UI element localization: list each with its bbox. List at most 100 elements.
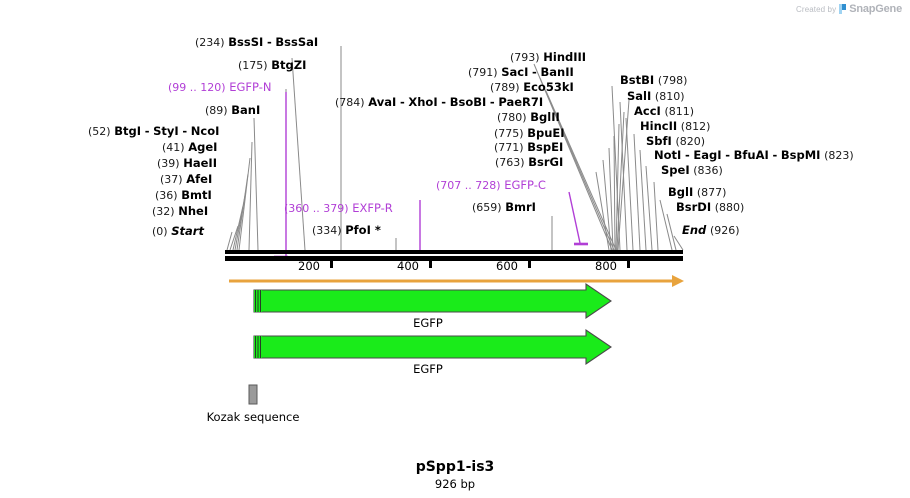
site-position: (659) [472,201,502,214]
primer-label-egfp-n[interactable]: (99 .. 120) EGFP-N [168,80,271,94]
backbone-line-bottom [225,256,683,261]
enzyme-name: NheI [178,204,209,218]
site-label-sali[interactable]: SalI (810) [627,89,685,103]
site-position: (780) [497,111,527,124]
watermark-prefix: Created by [796,4,837,14]
egfp-feature-arrow-2[interactable] [253,328,612,366]
enzyme-name: BsoBI [449,95,487,109]
enzyme-name: AvaI [368,95,397,109]
enzyme-name: PaeR7I [498,95,544,109]
site-position: (880) [714,201,745,214]
site-label-hincii[interactable]: HincII (812) [640,119,710,133]
site-position: (0) [152,225,168,238]
enzyme-name: HindIII [543,50,587,64]
primer-range: (707 .. 728) [436,179,501,192]
egfp-label-1: EGFP [413,316,443,330]
ruler-tick-200 [330,258,333,268]
site-position: (877) [696,186,727,199]
sequence-backbone [225,250,683,261]
site-position: (798) [657,74,688,87]
site-label-bsssi[interactable]: (234) BssSI - BssSaI [195,35,319,49]
site-label-spei[interactable]: SpeI (836) [661,163,723,177]
site-label-bgli[interactable]: BglI (877) [668,185,726,199]
egfp-label-2: EGFP [413,362,443,376]
site-position: (812) [680,120,711,133]
enzyme-name: SalI [627,89,652,103]
primer-range: (360 .. 379) [284,202,349,215]
enzyme-name: BspMI [780,148,821,162]
site-position: (791) [468,66,498,79]
enzyme-name: BtgI [114,124,142,138]
plasmid-length: 926 bp [434,477,476,491]
enzyme-name: HincII [640,119,678,133]
site-label-btgi[interactable]: (52) BtgI - StyI - NcoI [88,124,220,138]
site-label-acci[interactable]: AccI (811) [634,104,694,118]
backbone-line-top [225,250,683,254]
site-label-haeii[interactable]: (39) HaeII [157,156,217,170]
site-position: (771) [494,141,524,154]
primer-name: EGFP-C [504,178,546,192]
site-label-bspei[interactable]: (771) BspEI [494,140,563,154]
site-label-eco53ki[interactable]: (789) Eco53kI [490,80,574,94]
site-label-avai[interactable]: (784) AvaI - XhoI - BsoBI - PaeR7I [335,95,544,109]
end-marker-label[interactable]: End (926) [682,223,740,237]
site-label-bsrgi[interactable]: (763) BsrGI [495,155,563,169]
terminal-name: Start [171,224,204,238]
site-label-saci[interactable]: (791) SacI - BanII [468,65,574,79]
enzyme-name: AccI [634,104,661,118]
primer-connectors [285,92,581,257]
site-label-btgzi[interactable]: (175) BtgZI [238,58,306,72]
enzyme-name: BanI [231,103,261,117]
kozak-sequence-feature[interactable] [248,384,258,405]
enzyme-name: AfeI [186,172,213,186]
primer-label-exfp-r[interactable]: (360 .. 379) EXFP-R [284,201,393,215]
site-position: (234) [195,36,225,49]
enzyme-name: BstBI [620,73,655,87]
egfp-feature-arrow-1[interactable] [253,282,612,320]
site-position: (775) [494,127,524,140]
site-label-bpuei[interactable]: (775) BpuEI [494,126,565,140]
site-label-bglii[interactable]: (780) BglII [497,110,560,124]
site-position: (763) [495,156,525,169]
enzyme-name: BspEI [527,140,564,154]
enzyme-name: SbfI [646,134,672,148]
site-label-bmti[interactable]: (36) BmtI [155,188,212,202]
backbone-arrow-feature[interactable] [229,275,684,287]
snapgene-watermark: Created by SnapGene [796,3,902,15]
leader-lines-left [226,46,342,251]
site-position: (334) [312,224,342,237]
enzyme-name: BanII [540,65,574,79]
site-label-nhei[interactable]: (32) NheI [152,204,208,218]
enzyme-name: XhoI [408,95,438,109]
enzyme-name: Eco53kI [523,80,574,94]
site-label-agei[interactable]: (41) AgeI [162,140,217,154]
site-position: (836) [693,164,723,177]
site-position: (37) [160,173,183,186]
site-label-bsrdi[interactable]: BsrDI (880) [676,200,744,214]
site-label-noti[interactable]: NotI - EagI - BfuAI - BspMI (823) [654,148,854,162]
ruler-ticks [330,258,630,268]
enzyme-name: StyI [153,124,179,138]
site-position: (52) [88,125,111,138]
start-marker-label[interactable]: (0) Start [152,224,204,238]
enzyme-name: BpuEI [527,126,565,140]
site-label-hindiii[interactable]: (793) HindIII [510,50,586,64]
site-label-bstbi[interactable]: BstBI (798) [620,73,687,87]
site-label-sbfi[interactable]: SbfI (820) [646,134,705,148]
primer-range: (99 .. 120) [168,81,226,94]
ruler-label-600: 600 [496,259,518,273]
ruler-tick-400 [429,258,432,268]
terminal-name: End [682,223,707,237]
ruler-label-400: 400 [397,259,419,273]
site-label-bani[interactable]: (89) BanI [205,103,260,117]
site-label-bmri[interactable]: (659) BmrI [472,200,536,214]
site-label-afei[interactable]: (37) AfeI [160,172,212,186]
site-label-pfoi[interactable]: (334) PfoI * [312,223,381,237]
enzyme-name: BmtI [181,188,212,202]
site-position: (784) [335,96,365,109]
watermark-brand: SnapGene [849,3,902,15]
primer-label-egfp-c[interactable]: (707 .. 728) EGFP-C [436,178,546,192]
primer-name: EGFP-N [229,80,272,94]
site-position: (811) [664,105,695,118]
enzyme-name: SacI [501,65,529,79]
